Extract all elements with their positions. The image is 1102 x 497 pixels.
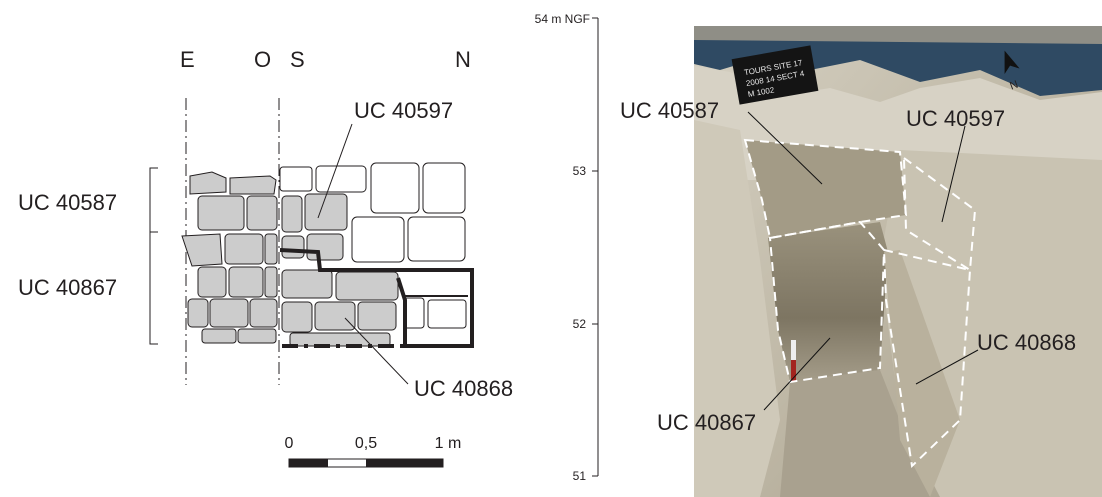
height-label-53: 53 [573, 164, 587, 178]
photo-label-uc-40597: UC 40597 [906, 106, 1005, 131]
bracket-uc-40867 [149, 231, 158, 345]
label-uc-40587-left: UC 40587 [18, 190, 117, 215]
height-label-52: 52 [573, 317, 587, 331]
label-uc-40868-section: UC 40868 [414, 376, 513, 401]
photo-label-uc-40867: UC 40867 [657, 410, 756, 435]
scale-tick-0: 0 [285, 435, 294, 452]
north-arrow-icon [1004, 50, 1020, 75]
stones-white [279, 162, 467, 329]
outline-uc-40597 [902, 155, 977, 272]
scale-bar: 0 0,5 1 m [285, 435, 462, 468]
scale-tick-end: 1 m [435, 435, 462, 452]
pit-upper [745, 140, 906, 238]
orientation-north-label: N [455, 47, 471, 72]
unit-outlines [743, 138, 977, 469]
back-wall [694, 26, 1102, 44]
masonry-side [884, 250, 960, 497]
site-board: TOURS SITE 17 2008 14 SECT 4 M 1002 [731, 45, 819, 105]
height-scale: 54 m NGF 53 52 51 [535, 12, 599, 483]
leader-uc-40597 [317, 123, 353, 219]
excavation-photo: TOURS SITE 17 2008 14 SECT 4 M 1002 N [694, 26, 1102, 497]
height-label-top: 54 m NGF [535, 12, 590, 26]
bracket-uc-40587 [149, 167, 158, 233]
ranging-rod-white [791, 340, 796, 360]
height-label-51: 51 [573, 469, 587, 483]
photo-leader-uc-40587 [747, 111, 823, 185]
outline-uc-40868 [882, 248, 972, 469]
photo-label-uc-40587: UC 40587 [620, 98, 719, 123]
stones-grey [181, 171, 399, 347]
outline-uc-40867 [768, 220, 886, 384]
orientation-west-label: O [254, 47, 271, 72]
label-uc-40597-section: UC 40597 [354, 98, 453, 123]
north-arrow-label: N [1008, 79, 1020, 93]
pit-floor [780, 370, 930, 497]
ranging-rod [791, 360, 796, 382]
pit-lower [768, 222, 888, 382]
photo-leader-uc-40597 [941, 125, 966, 223]
tarp [694, 26, 1102, 96]
leader-uc-40868 [344, 317, 409, 385]
photo-label-uc-40868: UC 40868 [977, 330, 1076, 355]
label-uc-40867-left: UC 40867 [18, 275, 117, 300]
photo-leader-uc-40867 [763, 337, 831, 411]
north-arrow: N [1004, 50, 1020, 93]
photo-leader-uc-40868 [915, 349, 979, 385]
left-wall [694, 120, 780, 497]
orientation-east-label: E [180, 47, 195, 72]
outline-uc-40587 [743, 138, 908, 240]
cut-outline-uc-40868 [279, 248, 474, 348]
scale-tick-mid: 0,5 [355, 435, 377, 452]
orientation-south-label: S [290, 47, 305, 72]
elevation-section: E O S N UC 40587 UC 40867 [18, 47, 513, 468]
